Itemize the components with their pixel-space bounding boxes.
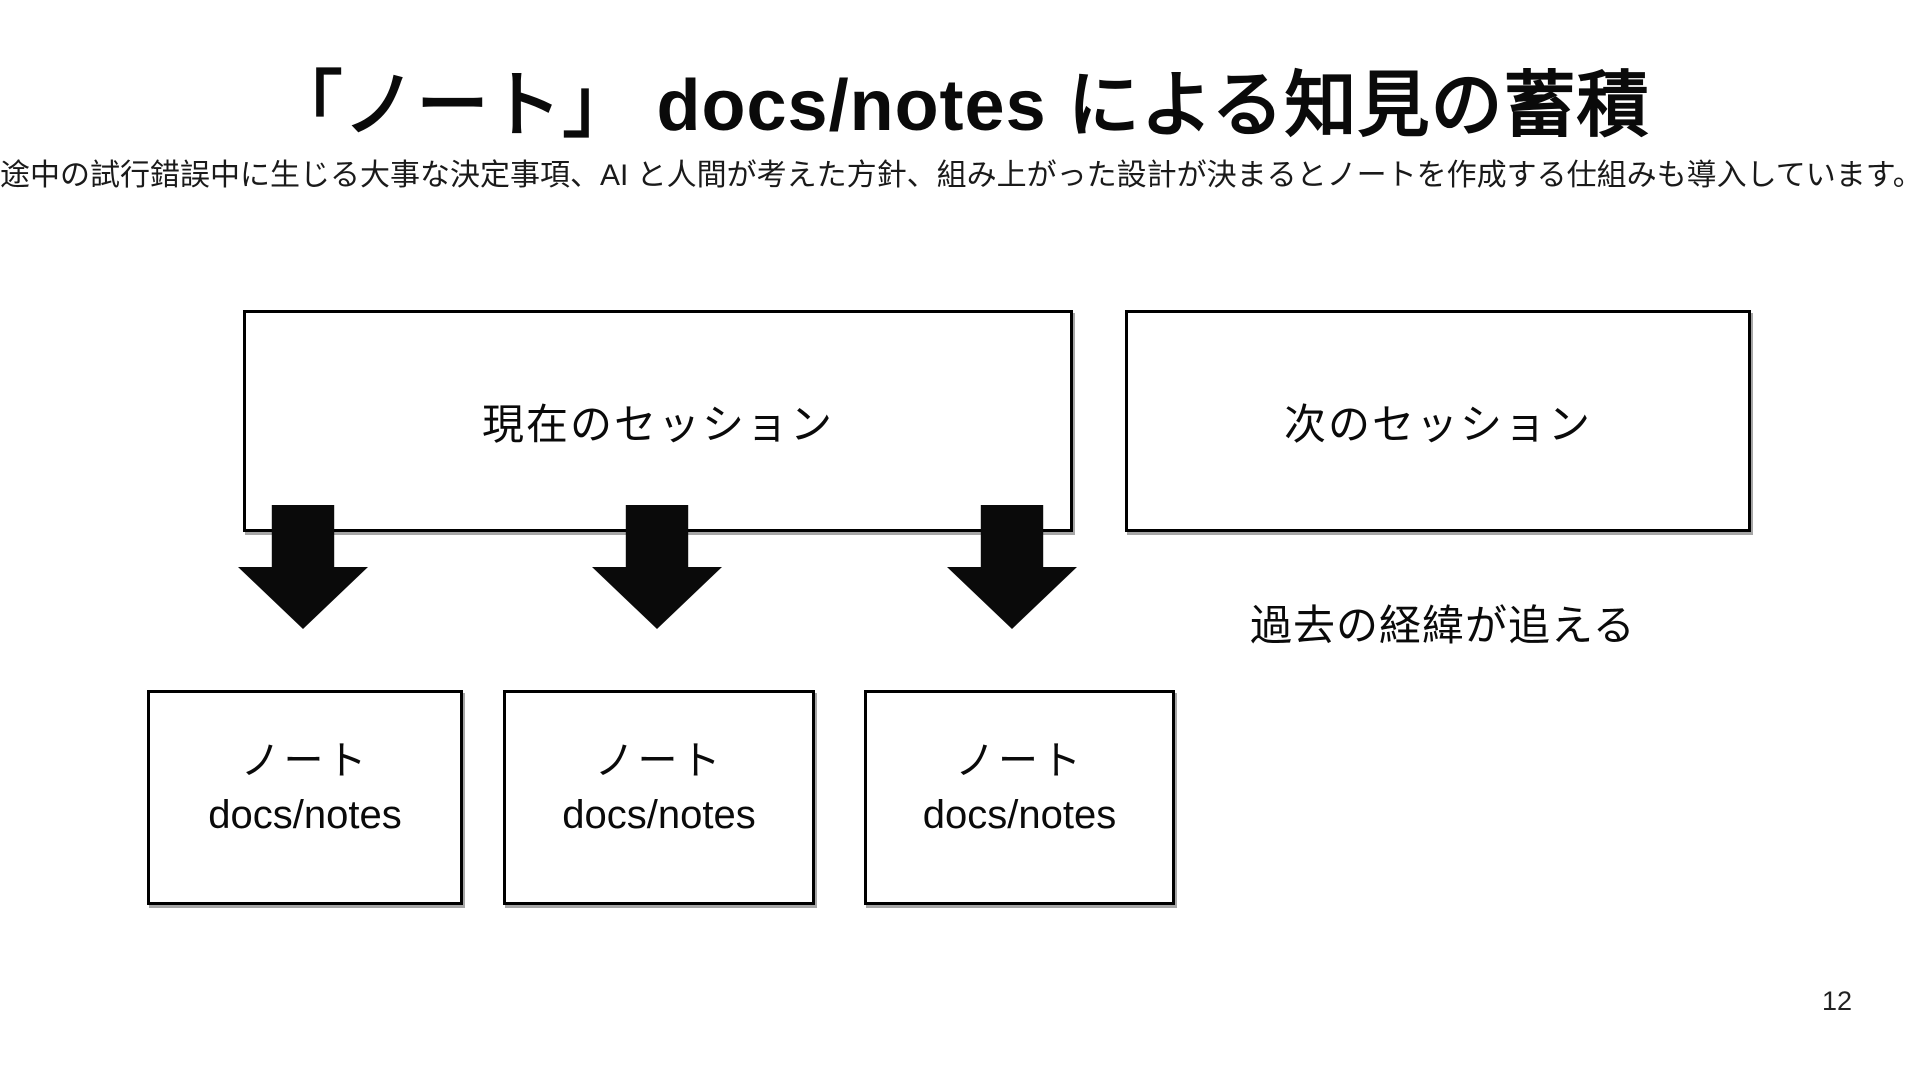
note-box: ノート docs/notes — [864, 690, 1175, 905]
note-box-path: docs/notes — [562, 792, 756, 837]
note-box-title: ノート — [594, 738, 724, 783]
note-box-path: docs/notes — [208, 792, 402, 837]
next-session-box: 次のセッション — [1125, 310, 1751, 532]
current-session-box: 現在のセッション — [243, 310, 1073, 532]
next-session-label: 次のセッション — [1283, 400, 1592, 448]
note-box-title: ノート — [240, 738, 370, 783]
page-title: 「ノート」 docs/notes による知見の蓄積 — [270, 66, 1650, 146]
note-box: ノート docs/notes — [147, 690, 463, 905]
past-history-annotation: 過去の経緯が追える — [1250, 602, 1636, 649]
note-box-title: ノート — [955, 738, 1084, 783]
note-box-path: docs/notes — [922, 792, 1117, 837]
note-box: ノート docs/notes — [503, 690, 815, 905]
current-session-label: 現在のセッション — [481, 400, 834, 448]
slide-subtitle: 途中の試行錯誤中に生じる大事な決定事項、AI と人間が考えた方針、組み上がった設… — [0, 159, 1920, 192]
page-number: 12 — [1822, 986, 1853, 1016]
